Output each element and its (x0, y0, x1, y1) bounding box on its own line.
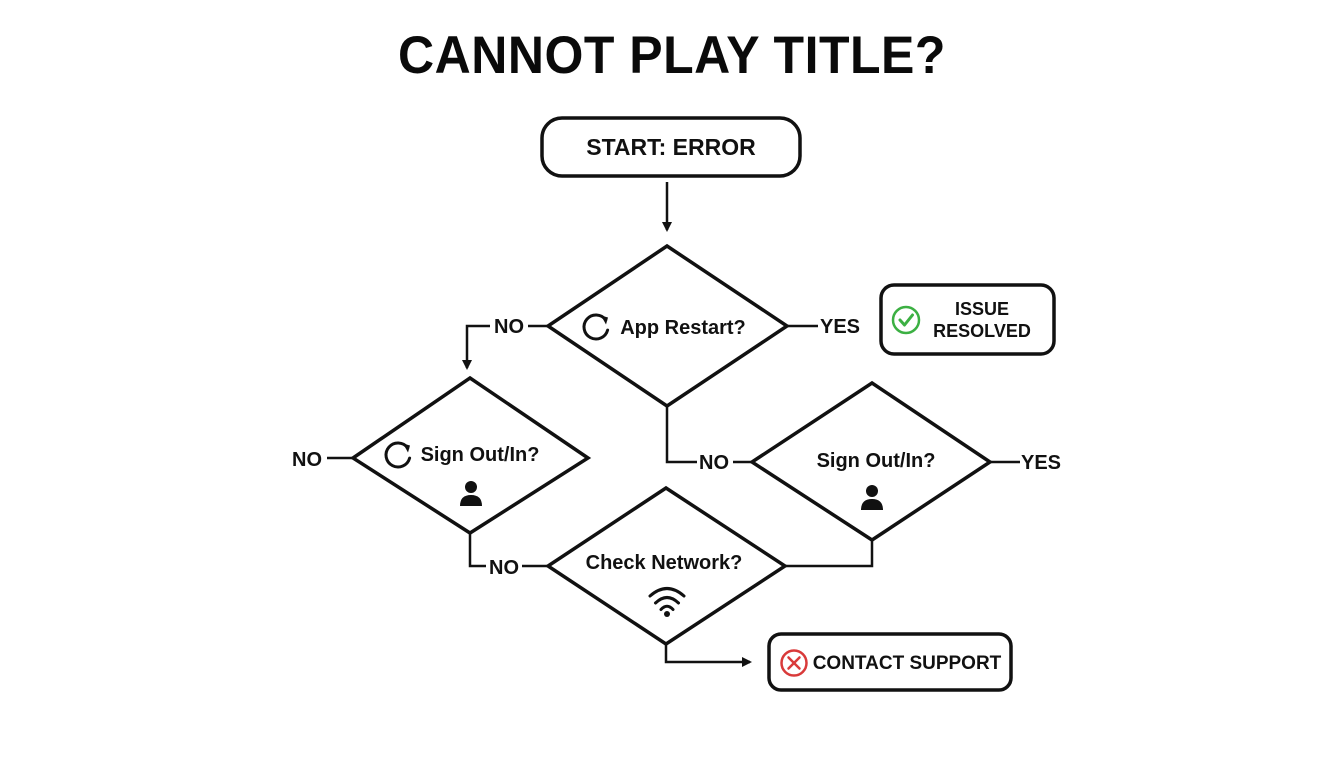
edge-app-restart-down-to-sign-right (665, 406, 697, 464)
issue-resolved-line1: ISSUE (955, 299, 1009, 319)
edge-sign-right-to-check-network (785, 540, 874, 568)
edge-sign-left-down-no (468, 533, 486, 568)
connectors (327, 182, 1020, 667)
refresh-icon (582, 313, 610, 341)
edge-label-sign-left-no: NO (292, 449, 322, 471)
user-icon (460, 481, 482, 506)
check-network-label: Check Network? (586, 552, 743, 574)
user-icon (861, 485, 883, 510)
issue-resolved-node: ISSUE RESOLVED (879, 283, 1056, 356)
sign-out-in-right-label: Sign Out/In? (817, 450, 936, 472)
contact-support-node: CONTACT SUPPORT (767, 632, 1013, 692)
check-circle-icon (891, 305, 921, 335)
sign-out-in-left-decision: Sign Out/In? (349, 375, 592, 536)
edge-label-sign-right-yes: YES (1021, 452, 1061, 474)
edge-label-app-restart-yes: YES (820, 316, 860, 338)
sign-out-in-left-label: Sign Out/In? (421, 444, 540, 466)
edge-app-restart-no-to-sign-left (462, 324, 490, 370)
wifi-icon (648, 587, 686, 617)
sign-out-in-right-decision: Sign Out/In? (748, 380, 994, 543)
edge-label-mid-no: NO (699, 452, 729, 474)
start-node: START: ERROR (540, 116, 802, 178)
check-network-decision: Check Network? (544, 485, 789, 647)
app-restart-label: App Restart? (620, 317, 746, 339)
refresh-icon (384, 441, 412, 469)
diagram-title: CANNOT PLAY TITLE? (398, 25, 946, 85)
edge-label-app-restart-no: NO (494, 316, 524, 338)
start-node-label: START: ERROR (586, 134, 756, 160)
edge-labels: NO YES NO NO NO YES (292, 316, 1061, 579)
edge-check-network-to-contact-support (664, 644, 752, 667)
edge-label-sign-left-no-bottom: NO (489, 557, 519, 579)
contact-support-label: CONTACT SUPPORT (813, 653, 1002, 674)
x-circle-icon (780, 649, 808, 677)
issue-resolved-line2: RESOLVED (933, 321, 1031, 341)
app-restart-decision: App Restart? (544, 243, 791, 409)
